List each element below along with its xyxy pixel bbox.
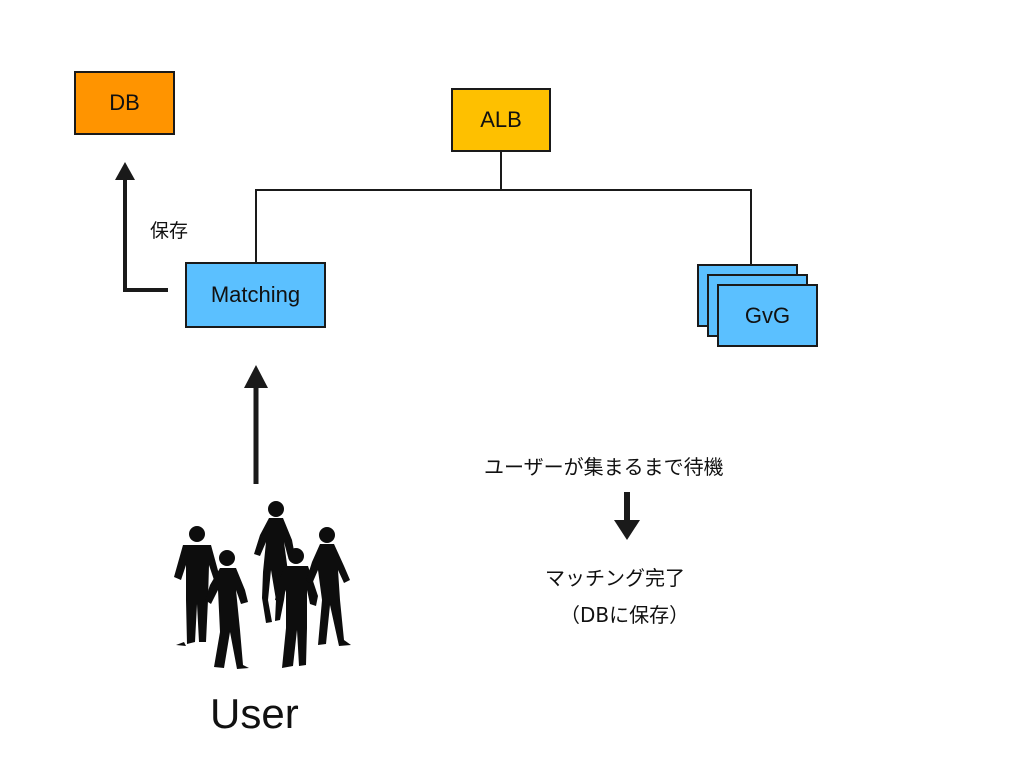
person-silhouette-icon bbox=[205, 550, 249, 669]
gvg-node: GvG bbox=[717, 284, 818, 347]
matching-complete-label: マッチング完了 bbox=[545, 566, 685, 590]
arrow-down-icon bbox=[614, 492, 640, 540]
person-silhouette-icon bbox=[174, 526, 220, 646]
alb-node: ALB bbox=[451, 88, 551, 152]
person-silhouette-icon bbox=[306, 527, 351, 646]
alb-node-label: ALB bbox=[480, 107, 522, 132]
save-to-db-arrow-icon bbox=[115, 162, 168, 292]
db-node: DB bbox=[74, 71, 175, 135]
save-label: 保存 bbox=[150, 220, 189, 242]
person-silhouette-icon bbox=[275, 548, 318, 668]
person-silhouette-icon bbox=[254, 501, 295, 623]
waiting-label: ユーザーが集まるまで待機 bbox=[484, 455, 724, 479]
alb-connector-lines bbox=[255, 152, 752, 264]
saved-to-db-label: （DBに保存） bbox=[560, 603, 690, 627]
user-label: User bbox=[210, 690, 299, 737]
gvg-node-label: GvG bbox=[744, 302, 791, 328]
matching-node: Matching bbox=[185, 262, 326, 328]
matching-node-label: Matching bbox=[210, 282, 301, 307]
arrow-up-icon bbox=[244, 365, 268, 484]
db-node-label: DB bbox=[109, 90, 140, 115]
people-group-silhouette-icon bbox=[174, 501, 351, 669]
